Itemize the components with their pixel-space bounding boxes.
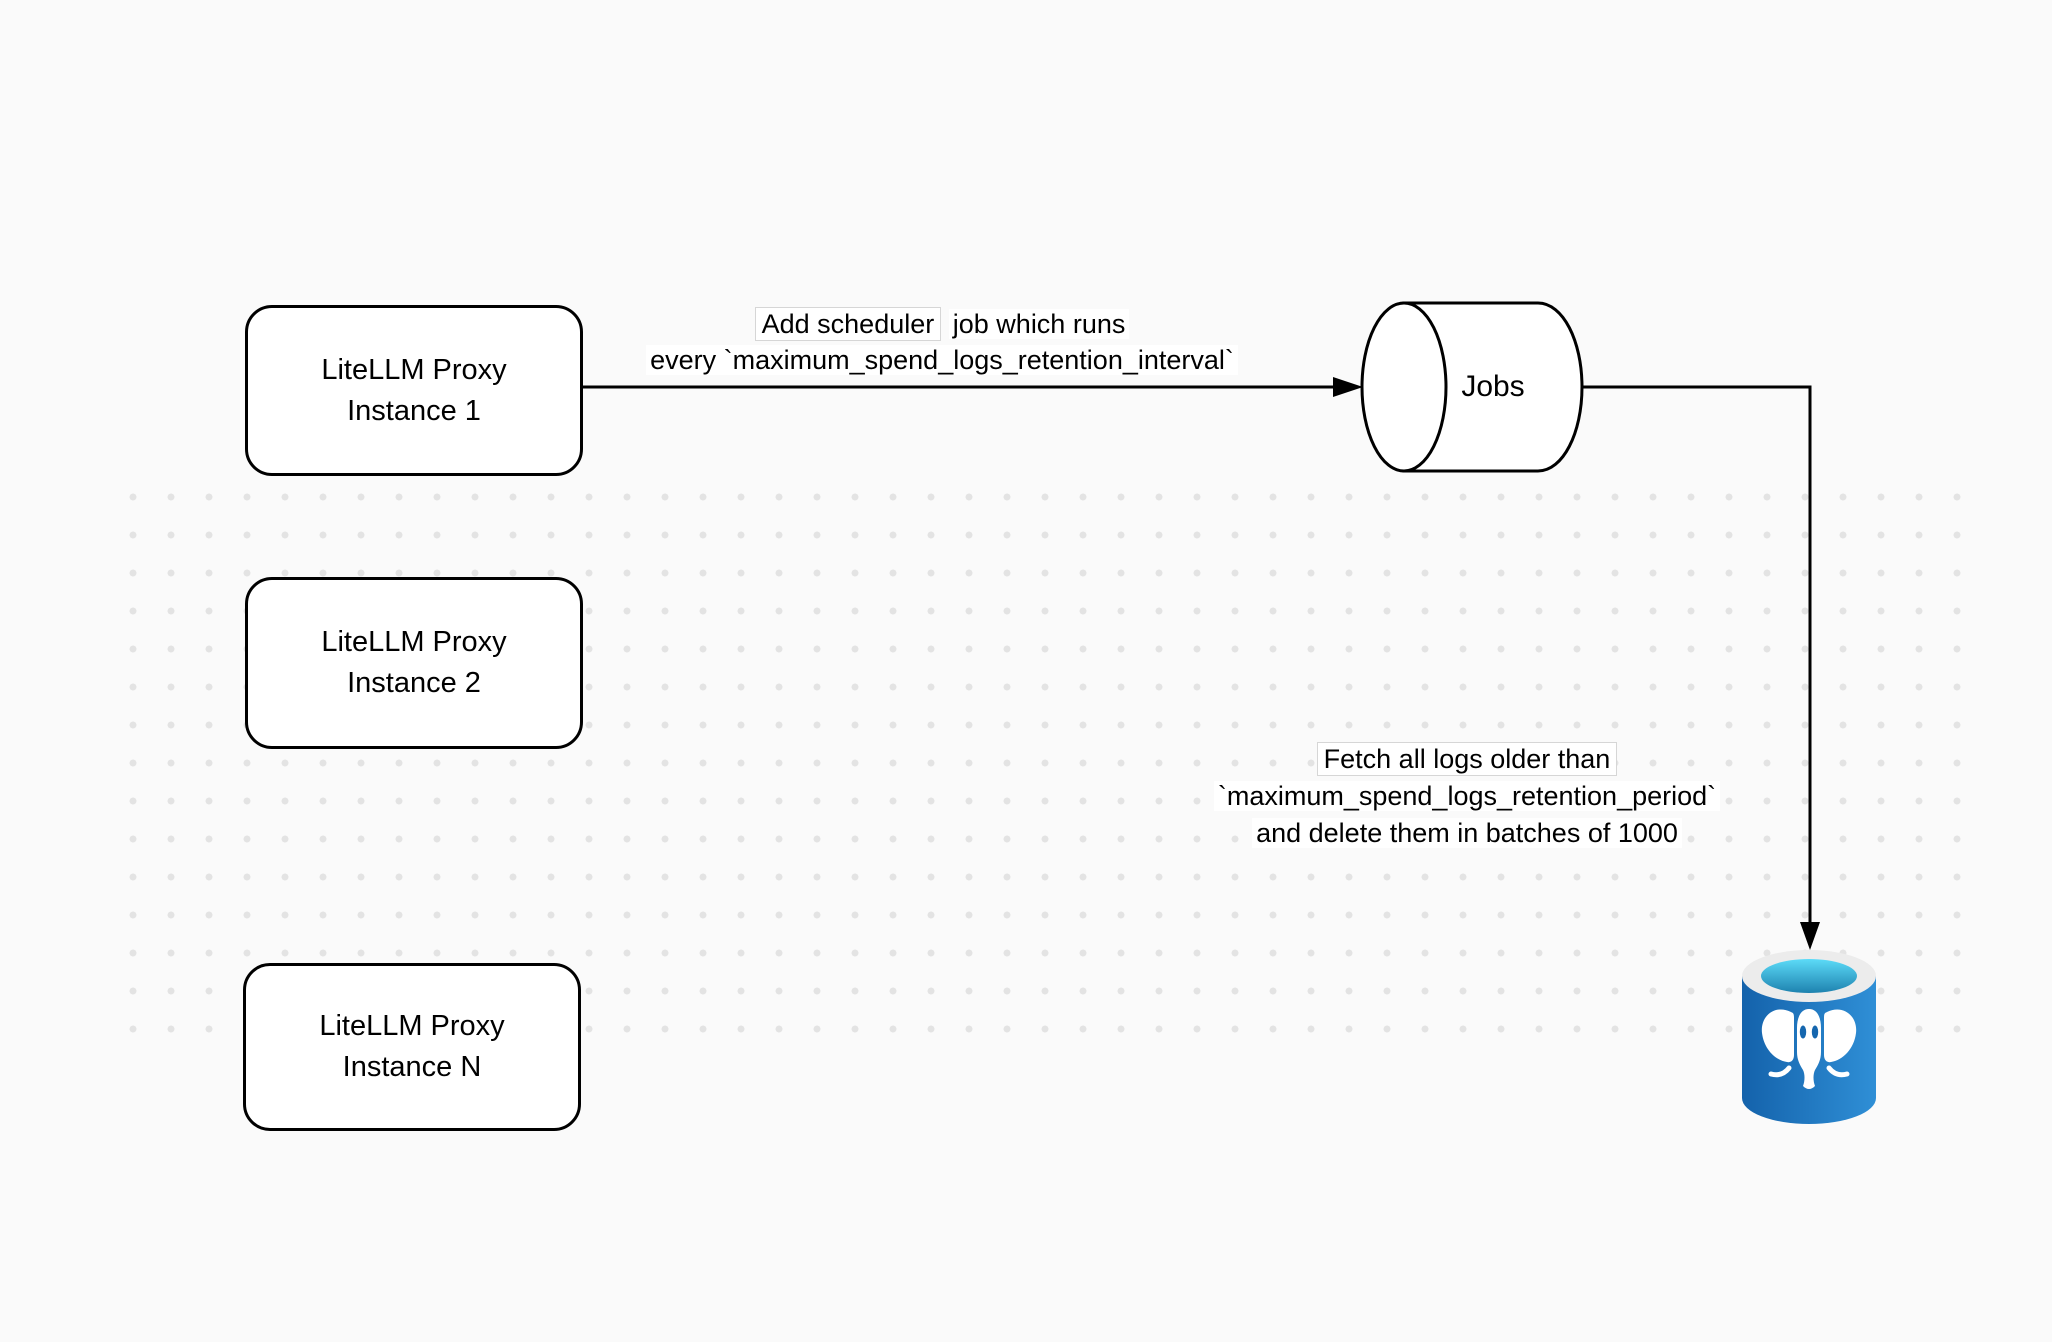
node-litellm-proxy-instance-1: LiteLLM Proxy Instance 1 bbox=[245, 305, 583, 476]
scheduler-edge-label-line1: Add scheduler job which runs bbox=[590, 306, 1294, 342]
scheduler-edge-label-rest-text: job which runs bbox=[948, 309, 1130, 339]
postgres-elephant bbox=[1761, 1009, 1857, 1089]
scheduler-edge-label-boxed-text: Add scheduler bbox=[754, 307, 942, 341]
delete-edge-label-line1: Fetch all logs older than bbox=[1117, 741, 1817, 778]
node-litellm-proxy-instance-n: LiteLLM Proxy Instance N bbox=[243, 963, 581, 1131]
delete-edge-label-line3: and delete them in batches of 1000 bbox=[1117, 815, 1817, 852]
scheduler-arrow bbox=[579, 377, 1363, 397]
scheduler-edge-label-line2: every `maximum_spend_logs_retention_inte… bbox=[590, 342, 1294, 378]
node-label-line: Instance N bbox=[342, 1051, 482, 1083]
node-label-line: Instance 2 bbox=[347, 667, 481, 699]
delete-arrow bbox=[1582, 385, 1820, 950]
dot-grid-background bbox=[114, 478, 1979, 1049]
jobs-queue-cylinder bbox=[1360, 301, 1584, 473]
delete-edge-label-line2: `maximum_spend_logs_retention_period` bbox=[1117, 778, 1817, 815]
node-label-line: LiteLLM Proxy bbox=[319, 1010, 505, 1042]
jobs-node-label: Jobs bbox=[1461, 370, 1525, 403]
node-label-line: LiteLLM Proxy bbox=[321, 353, 507, 386]
node-label-line: LiteLLM Proxy bbox=[321, 626, 507, 658]
node-litellm-proxy-instance-2: LiteLLM Proxy Instance 2 bbox=[245, 577, 583, 749]
postgres-icon bbox=[1742, 950, 1876, 1124]
scheduler-edge-label: Add scheduler job which runs every `maxi… bbox=[590, 306, 1294, 378]
node-label-line: Instance 1 bbox=[347, 394, 481, 427]
delete-edge-label: Fetch all logs older than `maximum_spend… bbox=[1117, 741, 1817, 852]
